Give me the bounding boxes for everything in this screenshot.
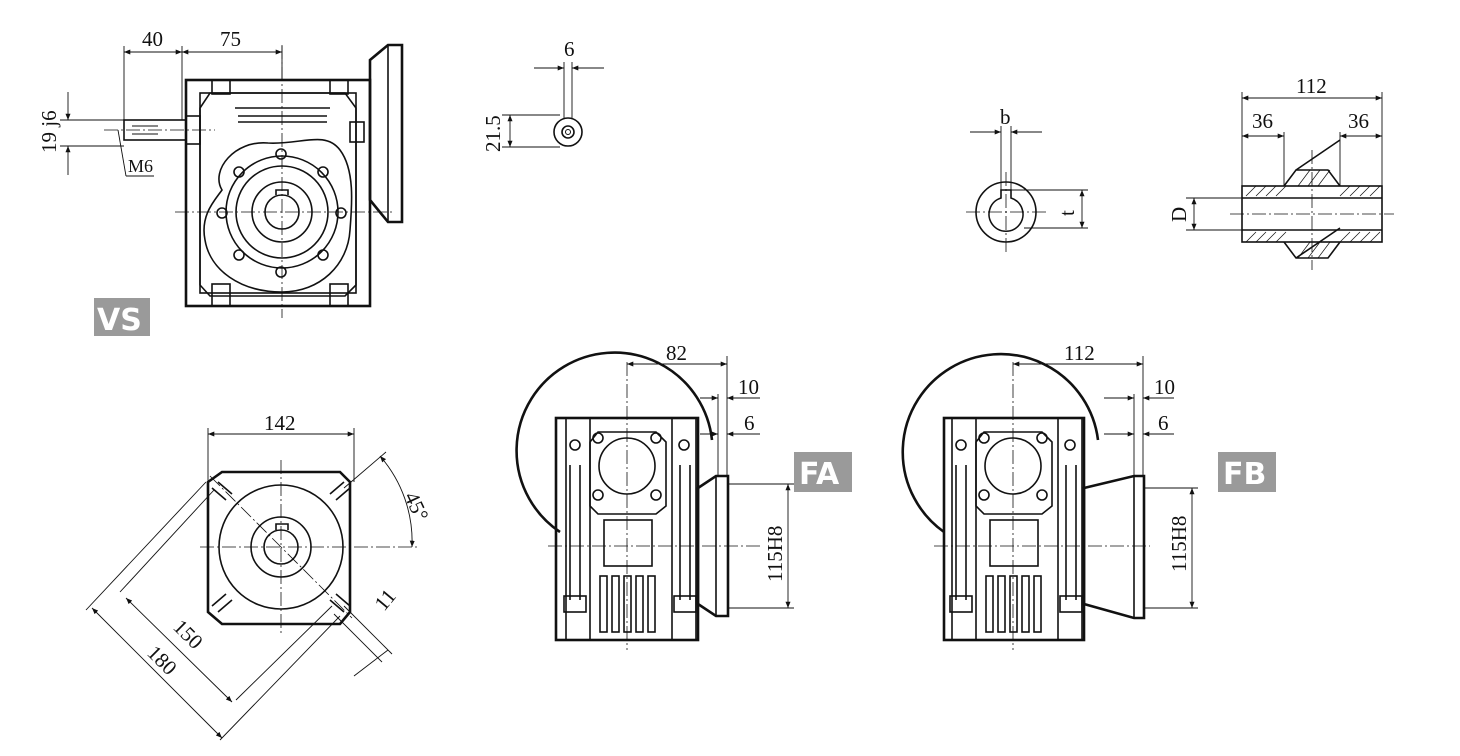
flange-dim-11: 11: [369, 584, 400, 615]
fa-dim-6: 6: [744, 411, 755, 435]
fb-view: [901, 352, 1198, 650]
fa-dim-10: 10: [738, 375, 759, 399]
fa-tag: FA: [799, 457, 840, 492]
vs-flange: [368, 43, 404, 224]
vs-tag-bg: [94, 298, 150, 336]
hollow-shaft: [1186, 92, 1394, 270]
fb-dim-115h8: 115H8: [1167, 516, 1191, 572]
flange-angle-45: 45°: [399, 488, 433, 525]
hollow-dim-36-right: 36: [1348, 109, 1369, 133]
key-detail: [502, 62, 604, 148]
fb-tag: FB: [1223, 457, 1266, 492]
hollow-label-d: D: [1167, 207, 1191, 222]
fa-tag-bg: [794, 452, 852, 492]
fb-wheel-outline: [901, 352, 1100, 534]
vs-tag: VS: [97, 303, 142, 338]
bore-label-b: b: [1000, 105, 1011, 129]
vs-view: [60, 43, 404, 318]
vs-dim-19j6: 19 j6: [37, 110, 61, 153]
fb-dim-10: 10: [1154, 375, 1175, 399]
flange-square-view: [85, 428, 420, 741]
flange-dim-150: 150: [168, 615, 207, 654]
fb-dim-6: 6: [1158, 411, 1169, 435]
bore-detail: [966, 126, 1088, 252]
vs-dim-40: 40: [142, 27, 163, 51]
key-dim-21-5: 21.5: [481, 115, 505, 152]
hollow-dim-36-left: 36: [1252, 109, 1273, 133]
fb-tag-bg: [1218, 452, 1276, 492]
vs-housing: [184, 78, 372, 308]
fa-view: [515, 351, 794, 650]
fa-dim-115h8: 115H8: [763, 526, 787, 582]
flange-dim-142: 142: [264, 411, 296, 435]
fa-dim-82: 82: [666, 341, 687, 365]
vs-label-m6: M6: [128, 156, 153, 176]
key-dim-6: 6: [564, 37, 575, 61]
fa-wheel-outline: [515, 351, 714, 534]
vs-dim-75: 75: [220, 27, 241, 51]
bore-label-t: t: [1055, 210, 1079, 216]
fb-dim-112: 112: [1064, 341, 1095, 365]
hollow-dim-112: 112: [1296, 74, 1327, 98]
